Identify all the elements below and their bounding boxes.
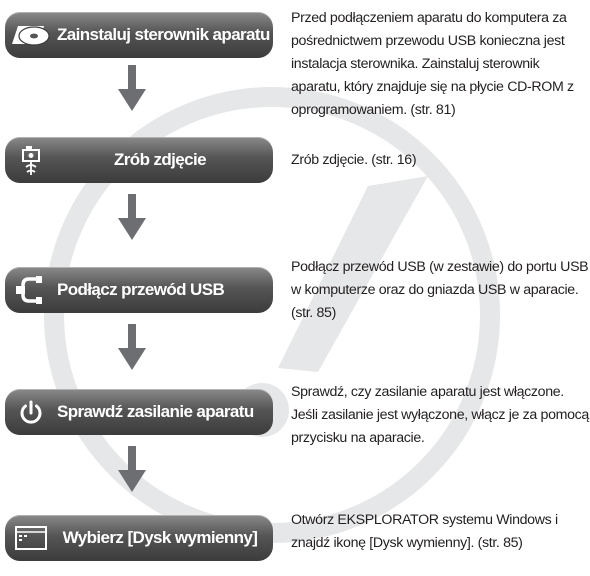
down-arrow-icon — [118, 65, 146, 111]
step-description: Podłącz przewód USB (w zestawie) do port… — [291, 259, 589, 321]
step-label: Wybierz [Dysk wymienny] — [62, 528, 258, 547]
step-select-removable-disk-button[interactable]: Wybierz [Dysk wymienny] — [5, 515, 273, 561]
cd-rom-icon — [5, 12, 57, 58]
step-description: Zrób zdjęcie. (str. 16) — [291, 152, 417, 168]
step-label: Podłącz przewód USB — [57, 280, 225, 299]
down-arrow-icon — [118, 324, 146, 370]
step-label: Sprawdź zasilanie aparatu — [57, 402, 254, 421]
step-description: Sprawdź, czy zasilanie aparatu jest włąc… — [291, 384, 589, 446]
down-arrow-icon — [118, 446, 146, 492]
camera-mode-icon — [5, 137, 57, 183]
step-check-power-button[interactable]: Sprawdź zasilanie aparatu — [5, 389, 273, 435]
step-description: Przed podłączeniem aparatu do komputera … — [291, 10, 574, 118]
usb-icon — [5, 267, 57, 313]
step-label: Zrób zdjęcie — [114, 150, 207, 169]
step-connect-usb-button[interactable]: Podłącz przewód USB — [5, 267, 273, 313]
step-label: Zainstaluj sterownik aparatu — [57, 25, 270, 44]
down-arrow-icon — [118, 194, 146, 240]
step-description: Otwórz EKSPLORATOR systemu Windows i zna… — [291, 512, 558, 551]
power-icon — [5, 389, 57, 435]
step-take-picture-button[interactable]: Zrób zdjęcie — [5, 137, 273, 183]
step-install-driver-button[interactable]: Zainstaluj sterownik aparatu — [5, 12, 273, 58]
removable-disk-window-icon — [5, 515, 57, 561]
